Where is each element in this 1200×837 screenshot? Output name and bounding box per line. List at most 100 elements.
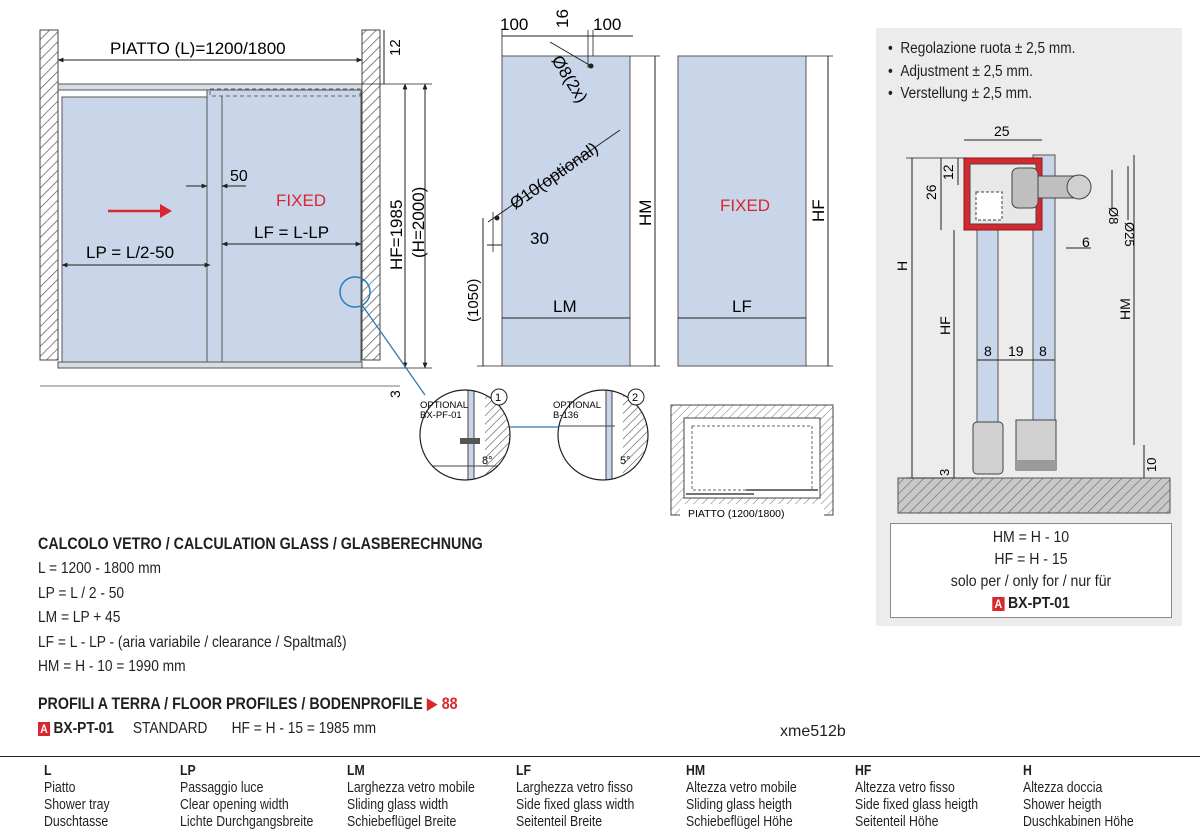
detail-2-number: 2 xyxy=(632,392,638,404)
detail-views: OPTIONAL BX-PF-01 1 8° OPTIONAL B-136 2 … xyxy=(419,388,649,481)
legend-en: Clear opening width xyxy=(180,796,289,813)
legend-it: Altezza vetro mobile xyxy=(686,779,797,796)
adjustment-list: Regolazione ruota ± 2,5 mm. Adjustment ±… xyxy=(888,38,1101,106)
lf-label: LF xyxy=(732,297,752,316)
dim-12: 12 xyxy=(940,164,956,180)
legend-l: L Piatto Shower tray Duschtasse xyxy=(44,762,110,830)
calc-line-lm: LM = LP + 45 xyxy=(38,609,121,626)
legend-de: Duschkabinen Höhe xyxy=(1023,813,1134,830)
fixed-label: FIXED xyxy=(720,196,770,215)
legend-en: Shower heigth xyxy=(1023,796,1102,813)
dim-10: 10 xyxy=(1144,458,1159,472)
legend-it: Piatto xyxy=(44,779,76,796)
profile-formula: HF = H - 15 = 1985 mm xyxy=(231,720,377,737)
hf-label: HF xyxy=(809,199,828,222)
section-formula-box: HM = H - 10 HF = H - 15 solo per / only … xyxy=(890,523,1172,618)
legend-it: Larghezza vetro mobile xyxy=(347,779,475,796)
dim-25-top: 25 xyxy=(994,123,1010,139)
legend-key: LM xyxy=(347,762,365,779)
bottom-gap-label: 3 xyxy=(387,390,403,398)
legend-it: Passaggio luce xyxy=(180,779,264,796)
legend-de: Schiebeflügel Höhe xyxy=(686,813,793,830)
detail-2-code: B-136 xyxy=(553,410,578,421)
dim-8-left: 8 xyxy=(984,343,992,359)
legend-lp: LP Passaggio luce Clear opening width Li… xyxy=(180,762,313,830)
legend-key: HF xyxy=(855,762,872,779)
legend-de: Schiebeflügel Breite xyxy=(347,813,457,830)
sliding-glass-drawing: 100 16 100 Ø8(2x) Ø10(optional) 30 (1050… xyxy=(465,9,660,367)
calc-line-hm: HM = H - 10 = 1990 mm xyxy=(38,658,186,675)
detail-2-title: OPTIONAL xyxy=(553,400,601,411)
dim-6: 6 xyxy=(1082,234,1090,250)
fixed-glass-drawing: FIXED HF LF xyxy=(677,55,833,367)
adjustment-item-de: Verstellung ± 2,5 mm. xyxy=(888,83,1075,106)
profile-code: BX-PT-01 xyxy=(53,720,114,737)
front-view-diagram: PIATTO (L)=1200/1800 12 50 FIXED LP = L/… xyxy=(39,29,432,398)
dim-3: 3 xyxy=(937,469,952,476)
calc-line-lp: LP = L / 2 - 50 xyxy=(38,584,125,602)
legend-key: H xyxy=(1023,762,1032,779)
width-label: PIATTO (L)=1200/1800 xyxy=(110,39,286,58)
legend-de: Seitenteil Höhe xyxy=(855,813,939,830)
hf-label: HF=1985 xyxy=(387,200,406,270)
lf-label: LF = L-LP xyxy=(254,223,329,242)
legend-en: Sliding glass width xyxy=(347,796,449,813)
page-ref-link[interactable]: 88 xyxy=(441,694,458,713)
lp-label: LP = L/2-50 xyxy=(86,243,174,262)
hm-label: HM xyxy=(636,200,655,226)
detail-1-circle xyxy=(419,389,511,481)
reference-code: xme512b xyxy=(780,723,846,740)
detail-callout-circle xyxy=(339,276,371,308)
detail-2-angle: 5° xyxy=(620,455,631,467)
calculation-title: CALCOLO VETRO / CALCULATION GLASS / GLAS… xyxy=(38,534,483,553)
product-code: BX-PT-01 xyxy=(1008,595,1070,612)
dim-26: 26 xyxy=(923,184,939,200)
detail-1-number: 1 xyxy=(495,392,501,404)
plan-view: PIATTO (1200/1800) xyxy=(670,404,834,522)
calculation-list: L = 1200 - 1800 mm LP = L / 2 - 50 LM = … xyxy=(38,557,397,680)
legend-en: Sliding glass heigth xyxy=(686,796,792,813)
legend-key: LP xyxy=(180,762,196,779)
formula-hm: HM = H - 10 xyxy=(992,529,1070,546)
dim-100-left: 100 xyxy=(500,15,528,34)
fixed-glass-shape xyxy=(677,55,807,367)
fixed-label: FIXED xyxy=(276,191,326,210)
legend-it: Larghezza vetro fisso xyxy=(516,779,633,796)
page-ref-arrow-icon: ▶ xyxy=(426,694,438,713)
detail-1-angle: 8° xyxy=(482,455,493,467)
detail-1-code: BX-PF-01 xyxy=(420,410,462,421)
legend-en: Side fixed glass width xyxy=(516,796,635,813)
legend-hm: HM Altezza vetro mobile Sliding glass he… xyxy=(686,762,797,830)
bottom-profile xyxy=(972,421,1004,475)
left-wall xyxy=(39,29,59,361)
floor-profiles-title: PROFILI A TERRA / FLOOR PROFILES / BODEN… xyxy=(38,694,458,714)
product-badge: A xyxy=(992,597,1005,611)
sliding-glass-panel xyxy=(61,96,211,366)
legend-it: Altezza vetro fisso xyxy=(855,779,955,796)
legend-divider xyxy=(0,756,1200,757)
label-hf: HF xyxy=(937,316,953,335)
profile-type: STANDARD xyxy=(132,720,208,737)
adjustment-item-en: Adjustment ± 2,5 mm. xyxy=(888,61,1075,84)
calc-line-l: L = 1200 - 1800 mm xyxy=(38,560,162,577)
dim-16: 16 xyxy=(553,9,572,28)
legend-lm: LM Larghezza vetro mobile Sliding glass … xyxy=(347,762,475,830)
dim-100-right: 100 xyxy=(593,15,621,34)
top-gap-label: 12 xyxy=(387,39,404,56)
legend-hf: HF Altezza vetro fisso Side fixed glass … xyxy=(855,762,978,830)
legend-h: H Altezza doccia Shower heigth Duschkabi… xyxy=(1023,762,1134,830)
legend-key: LF xyxy=(516,762,532,779)
legend-de: Seitenteil Breite xyxy=(516,813,603,830)
sliding-glass-shape xyxy=(501,55,631,367)
legend-de: Lichte Durchgangsbreite xyxy=(180,813,314,830)
slot-width-label: 50 xyxy=(230,168,248,185)
calc-line-lf: LF = L - LP - (aria variabile / clearanc… xyxy=(38,633,347,651)
legend-lf: LF Larghezza vetro fisso Side fixed glas… xyxy=(516,762,634,830)
section-drawing: 25 26 12 Ø8 Ø25 6 H HF HM 8 19 8 3 10 xyxy=(894,123,1171,514)
dim-d25: Ø25 xyxy=(1122,222,1137,247)
formula-note: solo per / only for / nur für xyxy=(950,573,1112,590)
detail-2-circle xyxy=(557,389,649,481)
legend-en: Shower tray xyxy=(44,796,110,813)
detail-1-title: OPTIONAL xyxy=(420,400,468,411)
